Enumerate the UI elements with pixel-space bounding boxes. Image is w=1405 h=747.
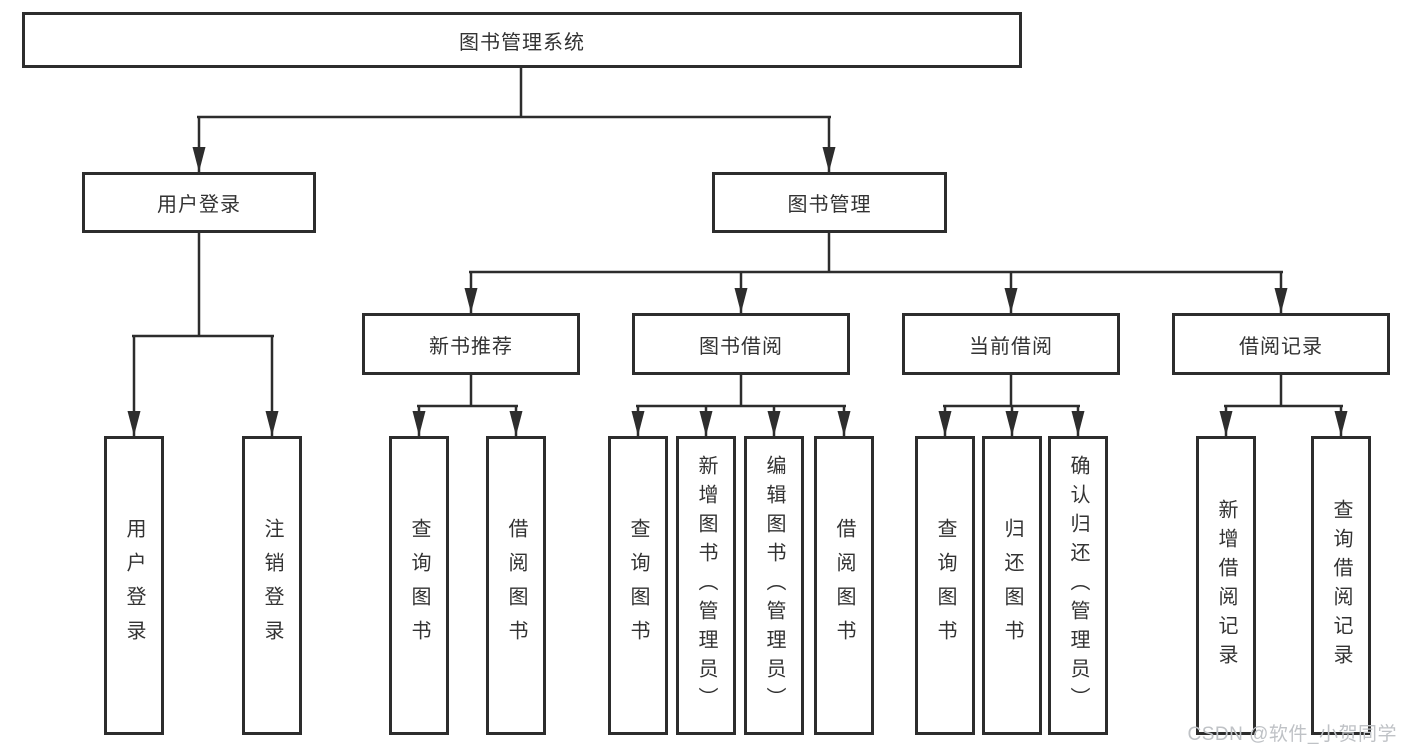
node-book-borrow: 图书借阅 <box>632 313 850 375</box>
connector-new-book-recommend-trunk <box>417 375 518 408</box>
node-label: 用户登录 <box>157 194 241 216</box>
node-label: 查询图书 <box>934 517 956 654</box>
node-bb-add-books-admin: 新增图书（管理员） <box>676 436 736 735</box>
connector-current-borrow-trunk <box>943 375 1080 408</box>
node-label: 确认归还（管理员） <box>1067 455 1089 716</box>
node-bb-query-books: 查询图书 <box>608 436 668 735</box>
node-label: 借阅记录 <box>1239 335 1323 358</box>
node-cb-return-books: 归还图书 <box>982 436 1042 735</box>
node-label: 新增图书（管理员） <box>695 455 717 716</box>
node-label: 查询借阅记录 <box>1330 498 1352 673</box>
node-nb-borrow-books: 借阅图书 <box>486 436 546 735</box>
node-user-login: 用户登录 <box>82 172 316 233</box>
node-new-book-recommend: 新书推荐 <box>362 313 580 375</box>
node-leaf-user-login: 用户登录 <box>104 436 164 735</box>
node-book-management: 图书管理 <box>712 172 947 233</box>
node-br-query-record: 查询借阅记录 <box>1311 436 1371 735</box>
node-library-management-system: 图书管理系统 <box>22 12 1022 68</box>
node-cb-query-books: 查询图书 <box>915 436 975 735</box>
connector-book-borrow-trunk <box>636 375 846 408</box>
node-label: 图书管理系统 <box>459 31 585 54</box>
node-bb-edit-books-admin: 编辑图书（管理员） <box>744 436 804 735</box>
node-nb-query-books: 查询图书 <box>389 436 449 735</box>
node-label: 归还图书 <box>1001 517 1023 654</box>
node-label: 查询图书 <box>627 517 649 654</box>
node-bb-borrow-books: 借阅图书 <box>814 436 874 735</box>
node-label: 用户登录 <box>123 517 145 654</box>
connector-user-login-trunk <box>132 233 274 338</box>
connector-borrow-records-trunk <box>1224 375 1343 408</box>
node-br-add-record: 新增借阅记录 <box>1196 436 1256 735</box>
node-label: 图书管理 <box>787 194 872 216</box>
csdn-watermark: CSDN @软件_小贺同学 <box>1187 724 1397 745</box>
node-cb-confirm-return-admin: 确认归还（管理员） <box>1048 436 1108 735</box>
connector-root-trunk <box>197 68 831 119</box>
node-label: 新增借阅记录 <box>1215 498 1237 673</box>
node-current-borrow: 当前借阅 <box>902 313 1120 375</box>
node-label: 查询图书 <box>408 517 430 654</box>
node-label: 新书推荐 <box>429 335 513 358</box>
node-label: 图书借阅 <box>699 335 783 358</box>
node-label: 注销登录 <box>261 517 283 654</box>
node-label: 借阅图书 <box>833 517 855 654</box>
node-label: 当前借阅 <box>969 335 1053 358</box>
node-leaf-logout: 注销登录 <box>242 436 302 735</box>
node-label: 编辑图书（管理员） <box>763 455 785 716</box>
node-borrow-records: 借阅记录 <box>1172 313 1390 375</box>
node-label: 借阅图书 <box>505 517 527 654</box>
connector-book-management-trunk <box>469 233 1283 274</box>
